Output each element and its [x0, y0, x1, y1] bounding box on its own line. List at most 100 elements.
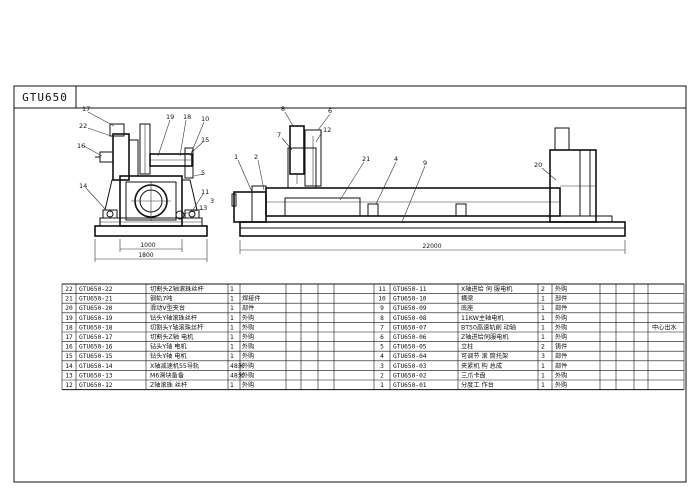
part-qty: 1	[230, 382, 234, 389]
part-qty: 1	[230, 334, 234, 341]
side-label-7: 7	[277, 131, 281, 139]
part-name: 底座	[461, 304, 473, 312]
part-note: 外购	[242, 362, 254, 370]
part-code: GTU650-05	[393, 344, 427, 351]
part-name: Z轴进给伺服电机	[461, 333, 509, 341]
side-label-20: 20	[534, 161, 542, 169]
part-qty: 1	[541, 296, 545, 303]
dim-side-length: 22000	[422, 243, 441, 250]
part-code: GTU650-07	[393, 324, 427, 331]
part-number: 1	[380, 382, 384, 389]
part-code: GTU650-04	[393, 353, 427, 360]
part-name: 钻头Y轴 电机	[150, 343, 187, 351]
side-label-6: 6	[328, 107, 332, 115]
part-note: 外购	[242, 314, 254, 322]
part-name: 横梁	[461, 295, 473, 303]
part-name: 三爪卡盘	[461, 371, 486, 379]
part-number: 22	[65, 286, 73, 293]
part-qty: 1	[541, 363, 545, 370]
part-code: GTU650-18	[79, 324, 113, 331]
part-code: GTU650-22	[79, 286, 113, 293]
part-qty: 48米	[230, 362, 244, 370]
front-label-19: 19	[166, 113, 174, 121]
part-note: 铸件	[555, 343, 567, 351]
part-qty: 2	[541, 344, 545, 351]
part-note: 部件	[555, 295, 567, 303]
front-label-15: 15	[201, 136, 209, 144]
side-label-1: 1	[234, 153, 238, 161]
front-label-13: 13	[199, 204, 207, 212]
part-number: 17	[65, 334, 73, 341]
part-number: 12	[65, 382, 73, 389]
part-note: 部件	[555, 304, 567, 312]
part-note: 部件	[555, 352, 567, 360]
part-code: GTU650-03	[393, 363, 427, 370]
part-name: X轴减速机55导轨	[150, 362, 199, 370]
part-name: M6滑块备备	[150, 371, 185, 379]
part-code: GTU650-16	[79, 344, 113, 351]
part-note: 外购	[555, 285, 567, 293]
part-code: GTU650-14	[79, 363, 113, 370]
part-qty: 3	[541, 353, 545, 360]
front-label-18: 18	[183, 113, 191, 121]
part-name: Z轴滚珠 丝杆	[150, 381, 187, 389]
part-qty: 48米	[230, 371, 244, 379]
part-code: GTU650-06	[393, 334, 427, 341]
side-label-8: 8	[281, 105, 285, 113]
part-number: 13	[65, 372, 73, 379]
part-note: 外购	[242, 343, 254, 351]
part-number: 11	[378, 286, 386, 293]
part-qty: 1	[230, 344, 234, 351]
part-code: GTU650-10	[393, 296, 427, 303]
part-qty: 1	[230, 315, 234, 322]
dim-front-width: 1000	[140, 242, 155, 249]
part-name: X轴进给 伺 服电机	[461, 285, 513, 293]
part-qty: 1	[230, 305, 234, 312]
side-label-2: 2	[254, 153, 258, 161]
front-label-14: 14	[79, 182, 87, 190]
sheet-border	[13, 85, 687, 483]
part-number: 3	[380, 363, 384, 370]
part-number: 18	[65, 324, 73, 331]
part-name: 切割头Z轴 电机	[150, 333, 194, 341]
part-code: GTU650-17	[79, 334, 113, 341]
part-name: 钻头Y轴 电机	[150, 352, 187, 360]
part-note: 外购	[555, 314, 567, 322]
part-code: GTU650-12	[79, 382, 113, 389]
part-name: 切割头Y轴滚珠丝杆	[150, 323, 203, 331]
part-number: 14	[65, 363, 73, 370]
part-name: 可调节 滚 筒托架	[461, 352, 508, 360]
part-code: GTU650-11	[393, 286, 427, 293]
part-extra: 中心出水	[652, 323, 678, 331]
part-name: 11KW主轴电机	[461, 314, 504, 322]
part-note: 外购	[242, 323, 254, 331]
side-view: 22000 1 2 8 6 7 12 21 4 9 20	[231, 105, 626, 254]
part-code: GTU650-20	[79, 305, 113, 312]
part-number: 9	[380, 305, 384, 312]
part-name: 滑动V型夹台	[150, 304, 185, 312]
part-code: GTU650-21	[79, 296, 113, 303]
front-label-10: 10	[201, 115, 209, 123]
part-note: 外购	[242, 371, 254, 379]
part-note: 外购	[555, 323, 567, 331]
part-number: 10	[378, 296, 386, 303]
part-code: GTU650-13	[79, 372, 113, 379]
part-qty: 1	[230, 296, 234, 303]
part-code: GTU650-01	[393, 382, 427, 389]
part-note: 外购	[242, 333, 254, 341]
front-label-5: 5	[201, 169, 205, 177]
side-label-21: 21	[362, 155, 370, 163]
front-label-3: 3	[210, 197, 214, 205]
part-number: 21	[65, 296, 73, 303]
part-note: 外购	[555, 371, 567, 379]
part-number: 2	[380, 372, 384, 379]
part-name: 分度工 作台	[461, 381, 494, 389]
part-number: 19	[65, 315, 73, 322]
part-note: 外购	[242, 381, 254, 389]
part-note: 外购	[242, 352, 254, 360]
part-code: GTU650-08	[393, 315, 427, 322]
part-number: 15	[65, 353, 73, 360]
side-label-4: 4	[394, 155, 398, 163]
part-qty: 1	[230, 353, 234, 360]
